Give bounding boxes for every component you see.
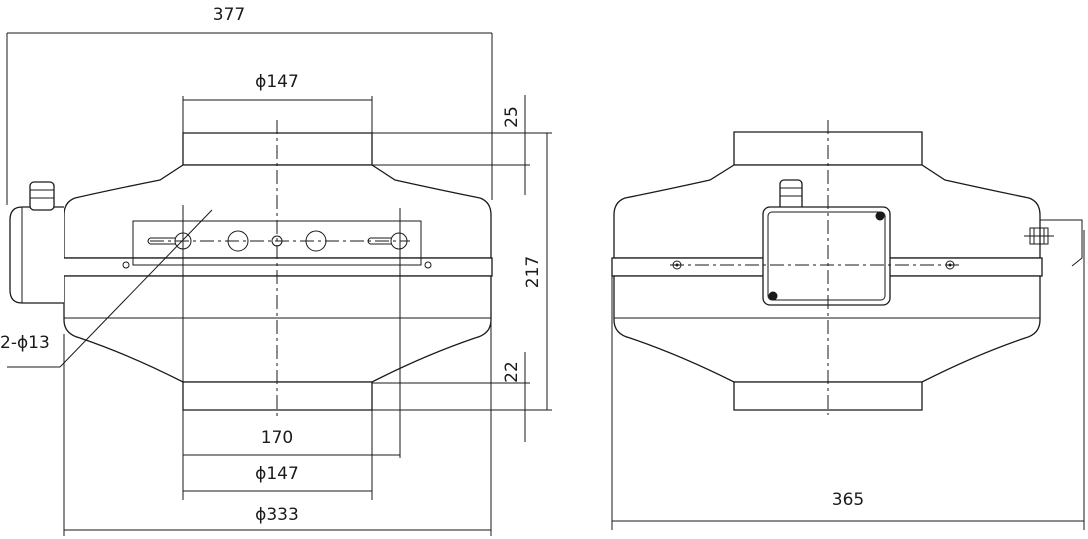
dim-overall-height: 217 [372, 133, 552, 411]
dim-170-label: 170 [261, 428, 293, 448]
dim-phi333-label: ϕ333 [255, 505, 299, 525]
dim-hole-spacing: 170 [183, 428, 400, 456]
dim-bottom-collar-height: 22 [372, 352, 530, 442]
side-bolts [672, 260, 955, 270]
dim-mount-holes: 2-ϕ13 [0, 209, 213, 368]
dim-outlet-top: ϕ147 [182, 72, 373, 133]
dim-phi147-bottom-label: ϕ147 [255, 464, 299, 484]
dim-365-label: 365 [832, 490, 864, 510]
terminal-box [9, 181, 64, 304]
dim-22-label: 22 [502, 361, 522, 383]
side-junction-box [762, 179, 891, 306]
dim-body-dia: ϕ333 [63, 276, 492, 536]
dim-phi147-top-label: ϕ147 [255, 72, 299, 92]
dim-outlet-bottom: ϕ147 [183, 464, 372, 492]
side-bracket [1024, 219, 1083, 267]
dim-377-label: 377 [213, 5, 245, 25]
dim-overall-width: 377 [6, 5, 493, 205]
side-view: 365 [611, 120, 1085, 530]
dim-217-label: 217 [523, 256, 543, 288]
front-view: 377 ϕ147 [0, 5, 552, 536]
dim-25-label: 25 [502, 106, 522, 128]
dim-overall-depth: 365 [611, 230, 1085, 530]
dim-2-phi13-label: 2-ϕ13 [0, 333, 50, 353]
dim-top-collar-height: 25 [372, 95, 552, 195]
